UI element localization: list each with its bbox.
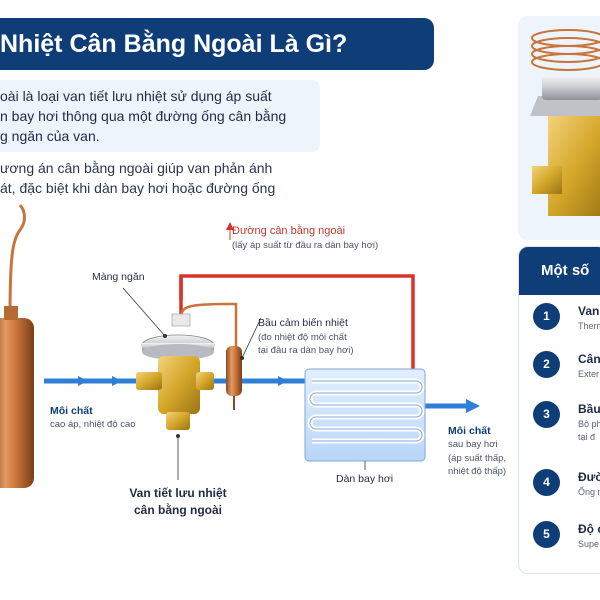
side-item-number: 4 bbox=[533, 469, 560, 496]
note-line: ương án cân bằng ngoài giúp van phản ánh bbox=[0, 160, 273, 176]
side-item-title: Bầu bbox=[578, 402, 600, 416]
valve-label: Van tiết lưu nhiệt bbox=[129, 486, 227, 500]
side-item-sub: Exter bbox=[578, 369, 600, 379]
page-title: Nhiệt Cân Bằng Ngoài Là Gì? bbox=[0, 30, 348, 58]
description-box: oài là loại van tiết lưu nhiệt sử dụng á… bbox=[0, 80, 320, 152]
mid-flow-arrow-icon bbox=[205, 376, 305, 386]
side-item-sub: Ống n bbox=[578, 487, 600, 497]
outlet-label: Môi chất bbox=[448, 425, 491, 437]
side-item-title: Độ c bbox=[578, 522, 600, 536]
side-item-sub: tại đ bbox=[578, 432, 596, 442]
equalizer-line-sub: (lấy áp suất từ đầu ra dàn bay hơi) bbox=[232, 240, 379, 251]
side-item-number: 5 bbox=[533, 521, 560, 548]
side-item-title: Cân bbox=[578, 352, 600, 366]
description-line: n bay hơi thông qua một đường ống cân bằ… bbox=[0, 108, 287, 124]
sensing-bulb-sub: (đo nhiệt độ môi chất bbox=[258, 332, 347, 343]
copper-cylinder-icon bbox=[0, 204, 34, 488]
side-item-number: 3 bbox=[533, 401, 560, 428]
equalizer-line-label: Đường cân bằng ngoài bbox=[232, 225, 346, 237]
side-panel-heading: Một số bbox=[519, 247, 600, 295]
side-item-sub: Bộ ph bbox=[578, 419, 600, 429]
valve-label: cân bằng ngoài bbox=[133, 503, 222, 517]
side-item-number: 1 bbox=[533, 303, 560, 330]
evaporator-coil-icon bbox=[304, 368, 426, 462]
inlet-flow-arrow-icon bbox=[44, 376, 140, 386]
diaphragm-label: Màng ngăn bbox=[92, 271, 145, 283]
outlet-sub: nhiệt độ thấp) bbox=[448, 466, 507, 477]
inlet-sub: cao áp, nhiệt độ cao bbox=[50, 419, 136, 430]
inlet-label: Môi chất bbox=[50, 405, 93, 417]
valve-photo-icon bbox=[530, 29, 600, 216]
side-item-title: Đườ bbox=[578, 470, 600, 484]
outlet-sub: (áp suất thấp, bbox=[448, 453, 507, 464]
outlet-sub: sau bay hơi bbox=[448, 439, 498, 450]
note-text: ương án cân bằng ngoài giúp van phản ánh… bbox=[0, 158, 340, 198]
sensing-bulb-label: Bầu cảm biến nhiệt bbox=[258, 317, 348, 329]
side-item-sub: Supe bbox=[578, 539, 600, 549]
sensing-bulb-icon bbox=[226, 346, 242, 410]
page-title-bar: Nhiệt Cân Bằng Ngoài Là Gì? bbox=[0, 18, 434, 70]
expansion-valve-icon bbox=[136, 313, 215, 430]
side-item-title: Van bbox=[578, 304, 600, 318]
evaporator-label: Dàn bay hơi bbox=[336, 473, 394, 485]
side-item-sub: Therm bbox=[578, 321, 600, 331]
description-line: oài là loại van tiết lưu nhiệt sử dụng á… bbox=[0, 88, 272, 104]
outlet-flow-arrow-icon bbox=[425, 399, 480, 413]
side-panel: Một số 1 Van Therm 2 Cân Exter 3 Bầu Bộ … bbox=[518, 246, 600, 574]
product-photo-card bbox=[518, 16, 600, 240]
note-line: át, đặc biệt khi dàn bay hơi hoặc đường … bbox=[0, 180, 276, 196]
side-item-number: 2 bbox=[533, 351, 560, 378]
sensing-bulb-sub: tại đầu ra dàn bay hơi) bbox=[258, 345, 354, 356]
description-line: g ngăn của van. bbox=[0, 128, 100, 144]
